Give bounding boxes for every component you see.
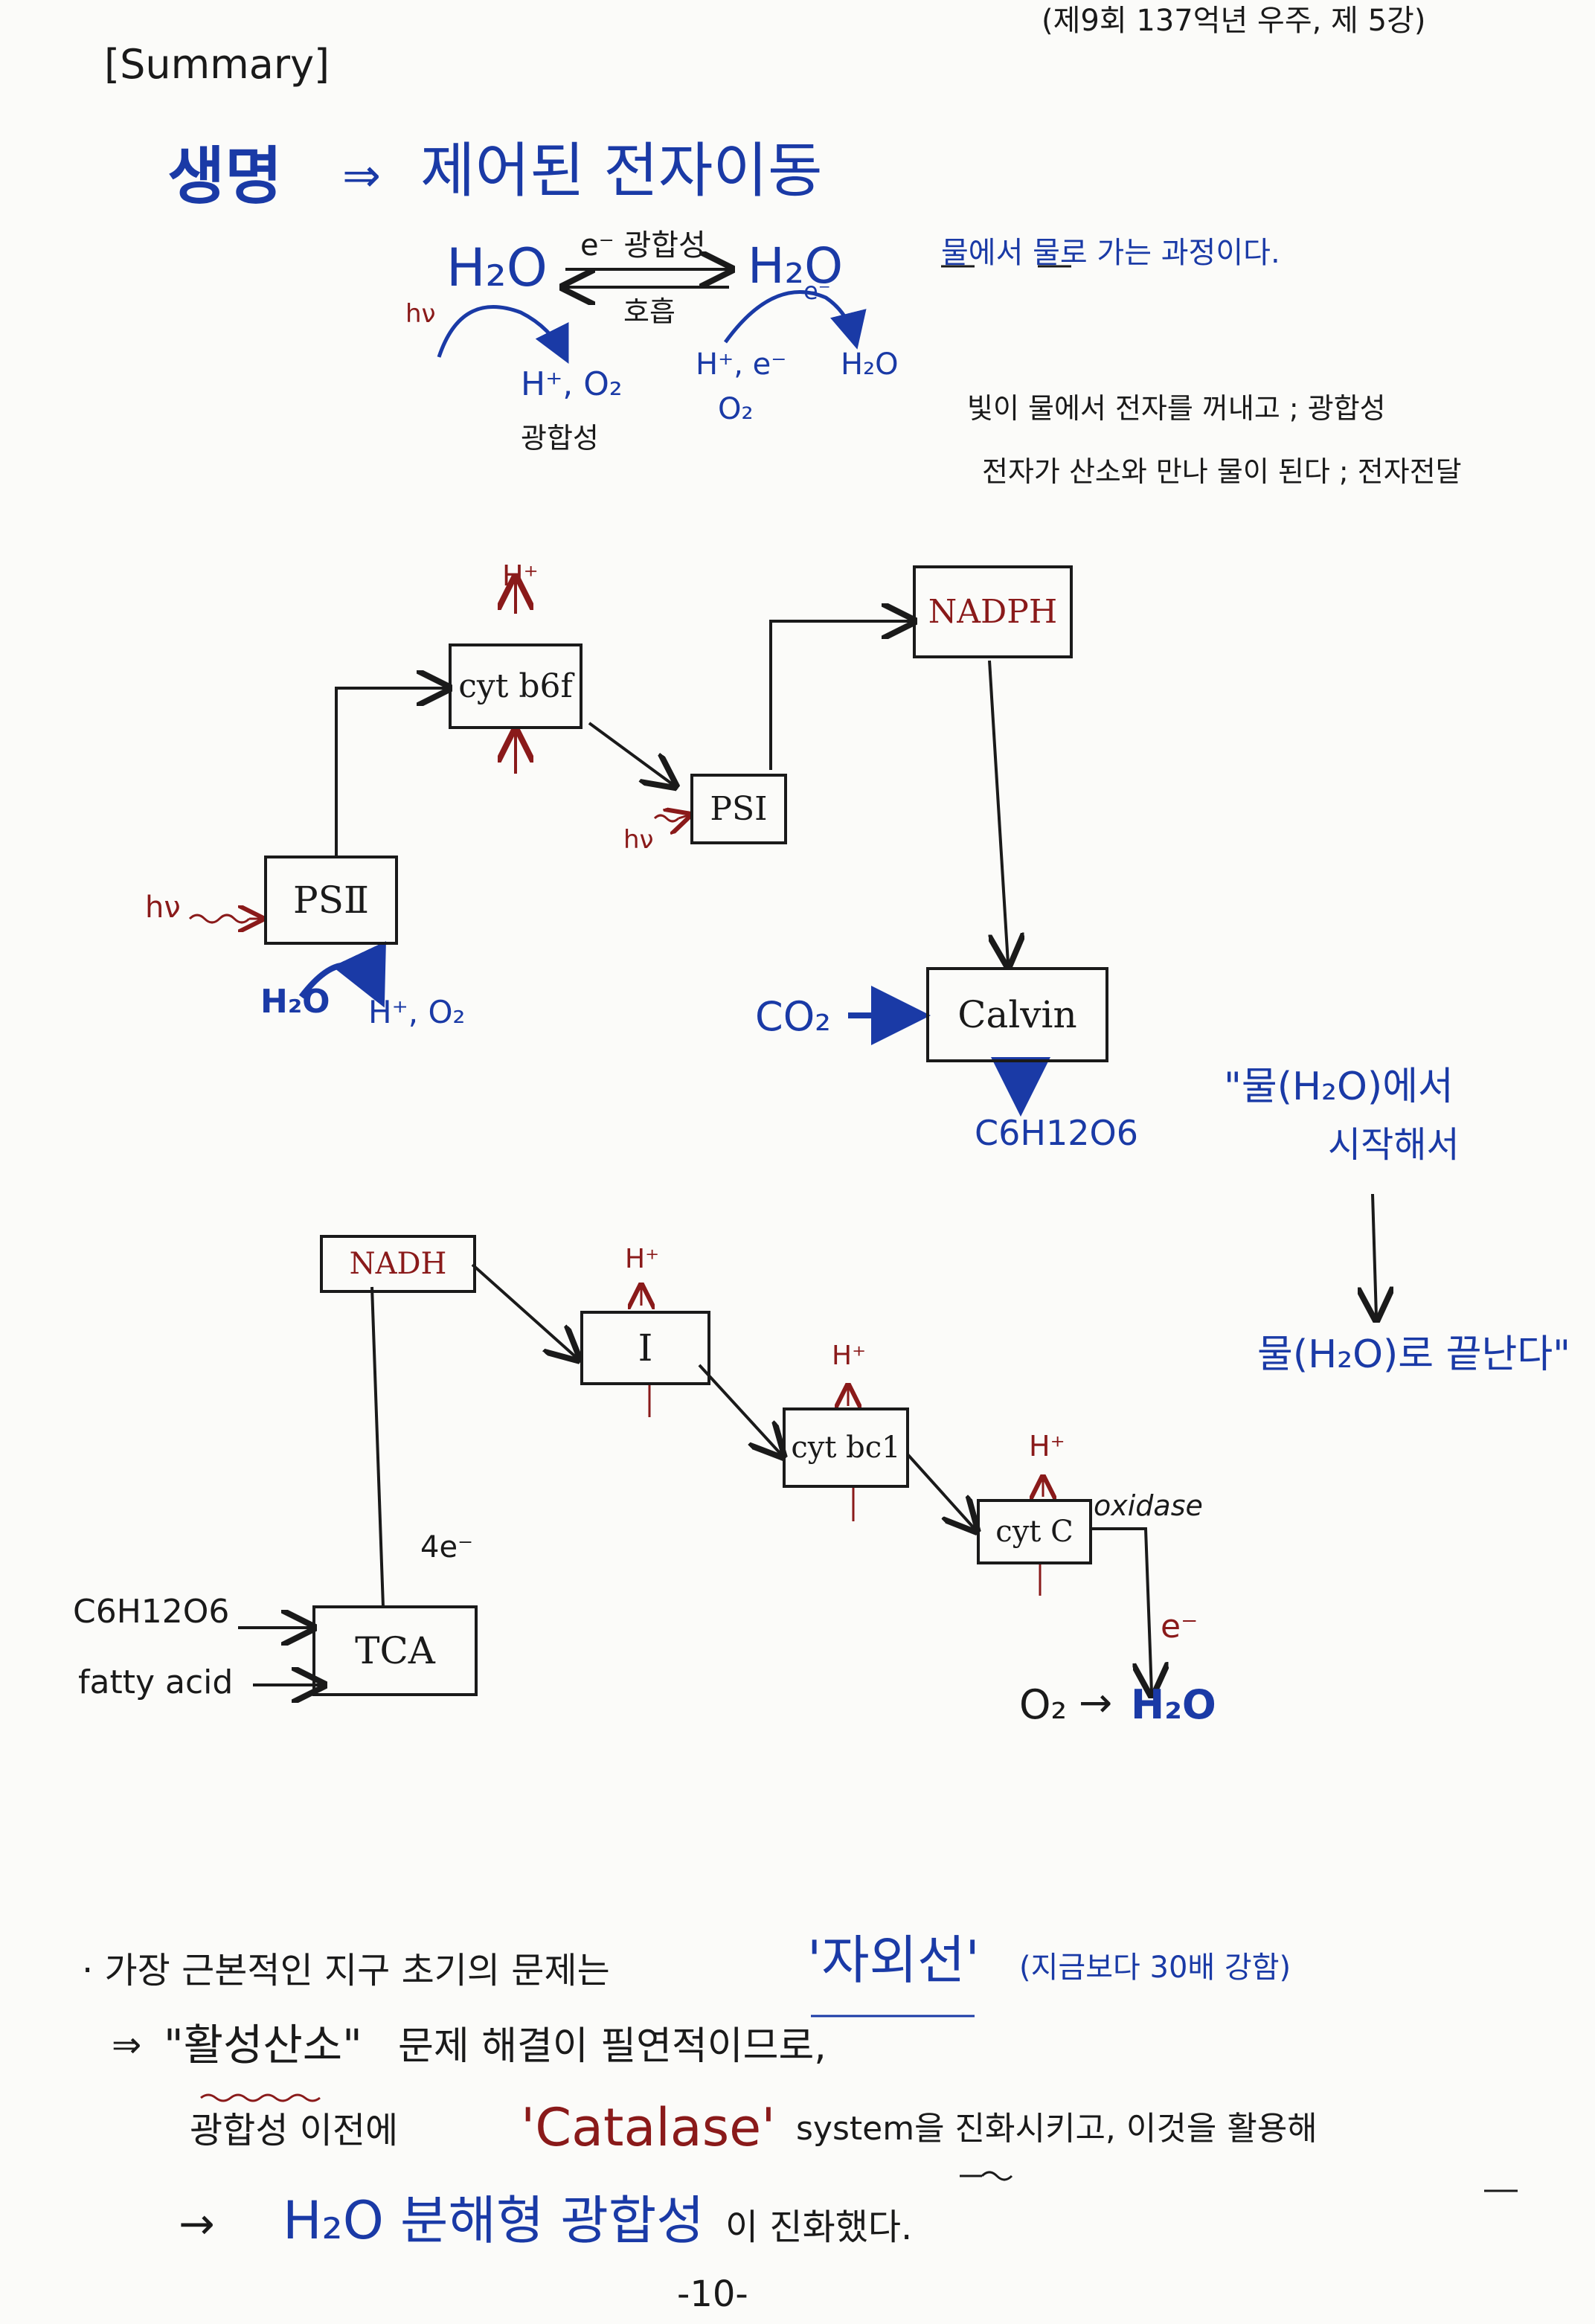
conclusion-line-1-prefix: · 가장 근본적인 지구 초기의 문제는 [82,1950,610,1991]
calvin-box: Calvin [926,967,1108,1062]
o2-arrow: → [1079,1679,1113,1726]
bullet-line-1: 빛이 물에서 전자를 꺼내고 ; 광합성 [967,392,1386,425]
right-inputs-top: H⁺, e⁻ [696,347,787,382]
water-note-line-3: 물(H₂O)로 끝난다" [1257,1332,1571,1377]
ps1-box: PSⅠ [690,774,787,844]
respiration-arrows [238,1193,1376,1692]
co2-label: CO₂ [755,993,831,1040]
four-e-label: 4e⁻ [420,1530,474,1564]
conclusion-line-2-highlight: "활성산소" [164,2020,362,2070]
cytb6f-box: cyt b6f [449,643,583,729]
cytbc1-box: cyt bc1 [783,1407,909,1488]
right-e: e⁻ [803,277,831,305]
hv-ps2: hν [145,890,181,925]
section-label: [Summary] [104,41,330,88]
hv-label: hν [405,299,436,329]
conclusion-line-1-highlight: '자외선' [807,1930,980,1991]
water-note-line-2: 시작해서 [1328,1124,1460,1166]
title-arrow: ⇒ [342,148,381,202]
title-definition: 제어된 전자이동 [420,136,823,205]
h-plus-cytb6f: H⁺ [502,559,539,592]
title-life: 생명 [167,140,283,213]
bullet-line-2: 전자가 산소와 만나 물이 된다 ; 전자전달 [982,455,1462,488]
input-glucose: C6H12O6 [73,1593,230,1631]
right-h2o: H₂O [748,237,844,295]
ps2-box: PSⅡ [264,856,398,945]
h2o-products: H⁺, O₂ [368,994,466,1030]
water-cycle-arrows [437,269,867,364]
left-caption: 광합성 [521,422,599,455]
conclusion-line-4-highlight: H₂O 분해형 광합성 [283,2190,705,2251]
right-product: H₂O [841,347,899,382]
e-minus-label: e⁻ [1161,1608,1198,1646]
conclusion-line-1-suffix: (지금보다 30배 강함) [1019,1951,1291,1985]
o2-label: O₂ [1019,1681,1068,1728]
glucose-output: C6H12O6 [975,1113,1138,1153]
conclusion-line-3-suffix: system을 진화시키고, 이것을 활용해 [796,2110,1318,2148]
hv-ps1: hν [623,825,654,855]
input-fatty-acid: fatty acid [78,1663,234,1701]
h2o-output: H₂O [1131,1681,1216,1728]
left-h2o: H₂O [446,237,548,298]
backward-label: 호흡 [623,295,675,328]
oxidase-label: oxidase [1094,1489,1203,1522]
h-plus-cytc: H⁺ [1029,1430,1065,1463]
h2o-in: H₂O [260,983,330,1021]
complex-1-box: Ⅰ [580,1311,710,1385]
conclusion-line-4-suffix: 이 진화했다. [725,2206,913,2248]
conclusion-line-2-arrow: ⇒ [112,2024,142,2066]
h-plus-complex-1: H⁺ [625,1244,660,1274]
nadh-box: NADH [320,1235,476,1293]
side-note: 물에서 물로 가는 과정이다. [941,236,1280,270]
conclusion-line-4-arrow: → [179,2198,215,2249]
corner-note: (제9회 137억년 우주, 제 5강) [1042,4,1426,38]
forward-label: e⁻ 광합성 [580,228,706,263]
photosynthesis-arrows [188,580,1050,1117]
tca-box: TCA [312,1605,478,1696]
h-plus-cytbc1: H⁺ [832,1341,867,1371]
water-note-line-1: "물(H₂O)에서 [1224,1065,1454,1109]
right-inputs-bottom: O₂ [718,392,754,426]
page-number: -10- [677,2273,748,2315]
conclusion-line-2-suffix: 문제 해결이 필연적이므로, [398,2024,827,2069]
left-products: H⁺, O₂ [521,365,623,403]
nadph-box: NADPH [913,565,1073,658]
cytc-box: cyt C [977,1499,1092,1564]
conclusion-line-3-prefix: 광합성 이전에 [190,2110,399,2151]
conclusion-line-3-highlight: 'Catalase' [521,2097,776,2158]
